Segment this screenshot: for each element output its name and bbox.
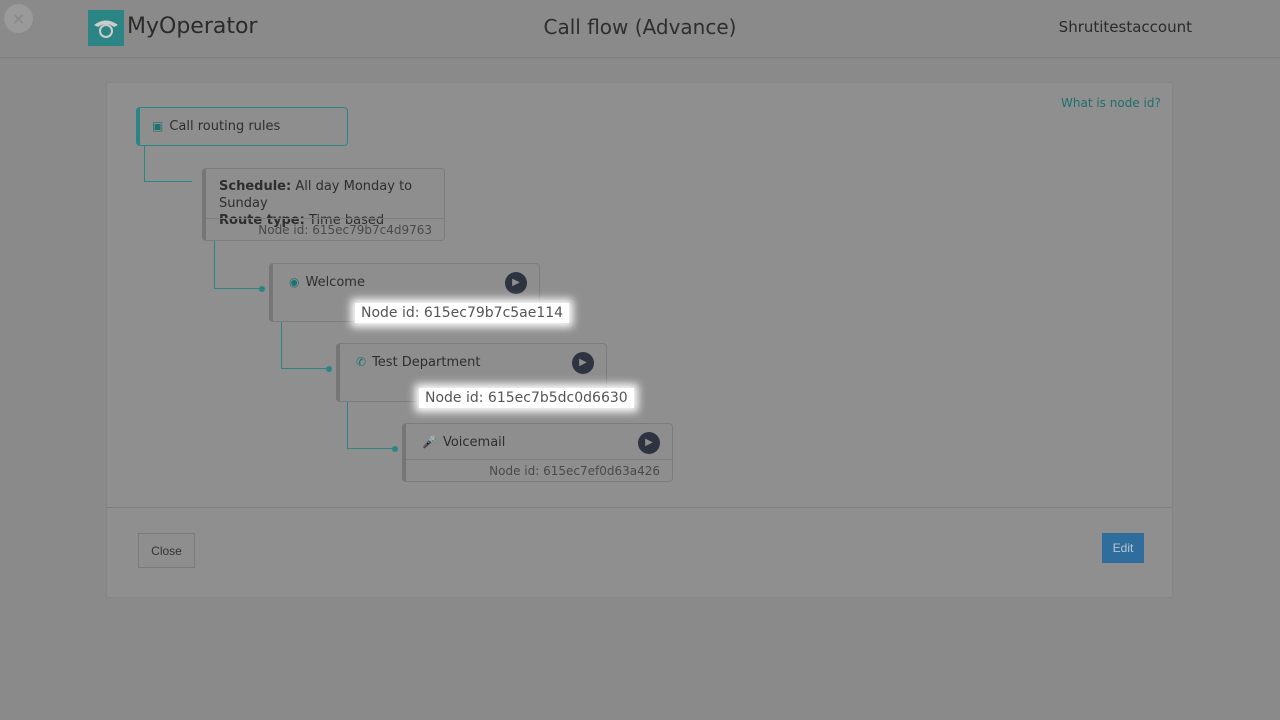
- node-label: Voicemail: [442, 435, 506, 450]
- connector: [281, 368, 327, 369]
- edit-button[interactable]: Edit: [1102, 533, 1144, 563]
- connector: [144, 181, 192, 182]
- connector-dot: [259, 286, 265, 292]
- play-icon[interactable]: ▶: [505, 272, 527, 294]
- connector: [281, 321, 282, 369]
- connector: [347, 401, 348, 449]
- connector: [347, 448, 393, 449]
- node-id: Node id: 615ec79b7c4d9763: [206, 218, 444, 240]
- schedule-value: All day Monday to Sunday: [219, 179, 413, 211]
- node-label: Welcome: [305, 275, 365, 290]
- node-id: Node id: 615ec7ef0d63a426: [406, 459, 672, 481]
- node-id-highlight: Node id: 615ec79b7c5ae114: [355, 303, 570, 323]
- microphone-icon: 🎤: [422, 435, 437, 449]
- schedule-node-card[interactable]: Schedule: All day Monday to Sunday Route…: [202, 168, 445, 241]
- close-overlay-button[interactable]: ×: [4, 4, 33, 33]
- connector: [214, 288, 260, 289]
- route-key: Route type:: [219, 213, 305, 228]
- close-button[interactable]: Close: [138, 533, 195, 568]
- connector-dot: [392, 446, 398, 452]
- connector-dot: [326, 366, 332, 372]
- call-flow-panel: [106, 82, 1173, 598]
- footer-divider: [106, 507, 1173, 508]
- account-name[interactable]: Shrutitestaccount: [1058, 18, 1192, 36]
- chat-icon: ◉: [289, 275, 300, 289]
- connector: [144, 146, 145, 182]
- logo-phone-icon: [88, 10, 124, 46]
- brand-name: MyOperator: [127, 14, 258, 39]
- connector: [214, 241, 215, 289]
- voicemail-node-card[interactable]: 🎤 Voicemail ▶ Node id: 615ec7ef0d63a426: [402, 423, 673, 482]
- route-value: Time based: [308, 213, 385, 228]
- sitemap-icon: ▣: [152, 119, 164, 133]
- header-divider: [0, 57, 1280, 58]
- phone-icon: ✆: [356, 355, 367, 369]
- node-id-highlight: Node id: 615ec7b5dc0d6630: [419, 388, 634, 408]
- play-icon[interactable]: ▶: [572, 352, 594, 374]
- schedule-key: Schedule:: [219, 179, 292, 194]
- node-label: Test Department: [372, 355, 481, 370]
- what-is-node-id-link[interactable]: What is node id?: [1061, 96, 1161, 110]
- root-label: Call routing rules: [169, 119, 281, 134]
- play-icon[interactable]: ▶: [638, 432, 660, 454]
- page-title: Call flow (Advance): [543, 15, 737, 39]
- root-node-card[interactable]: ▣ Call routing rules: [136, 107, 348, 146]
